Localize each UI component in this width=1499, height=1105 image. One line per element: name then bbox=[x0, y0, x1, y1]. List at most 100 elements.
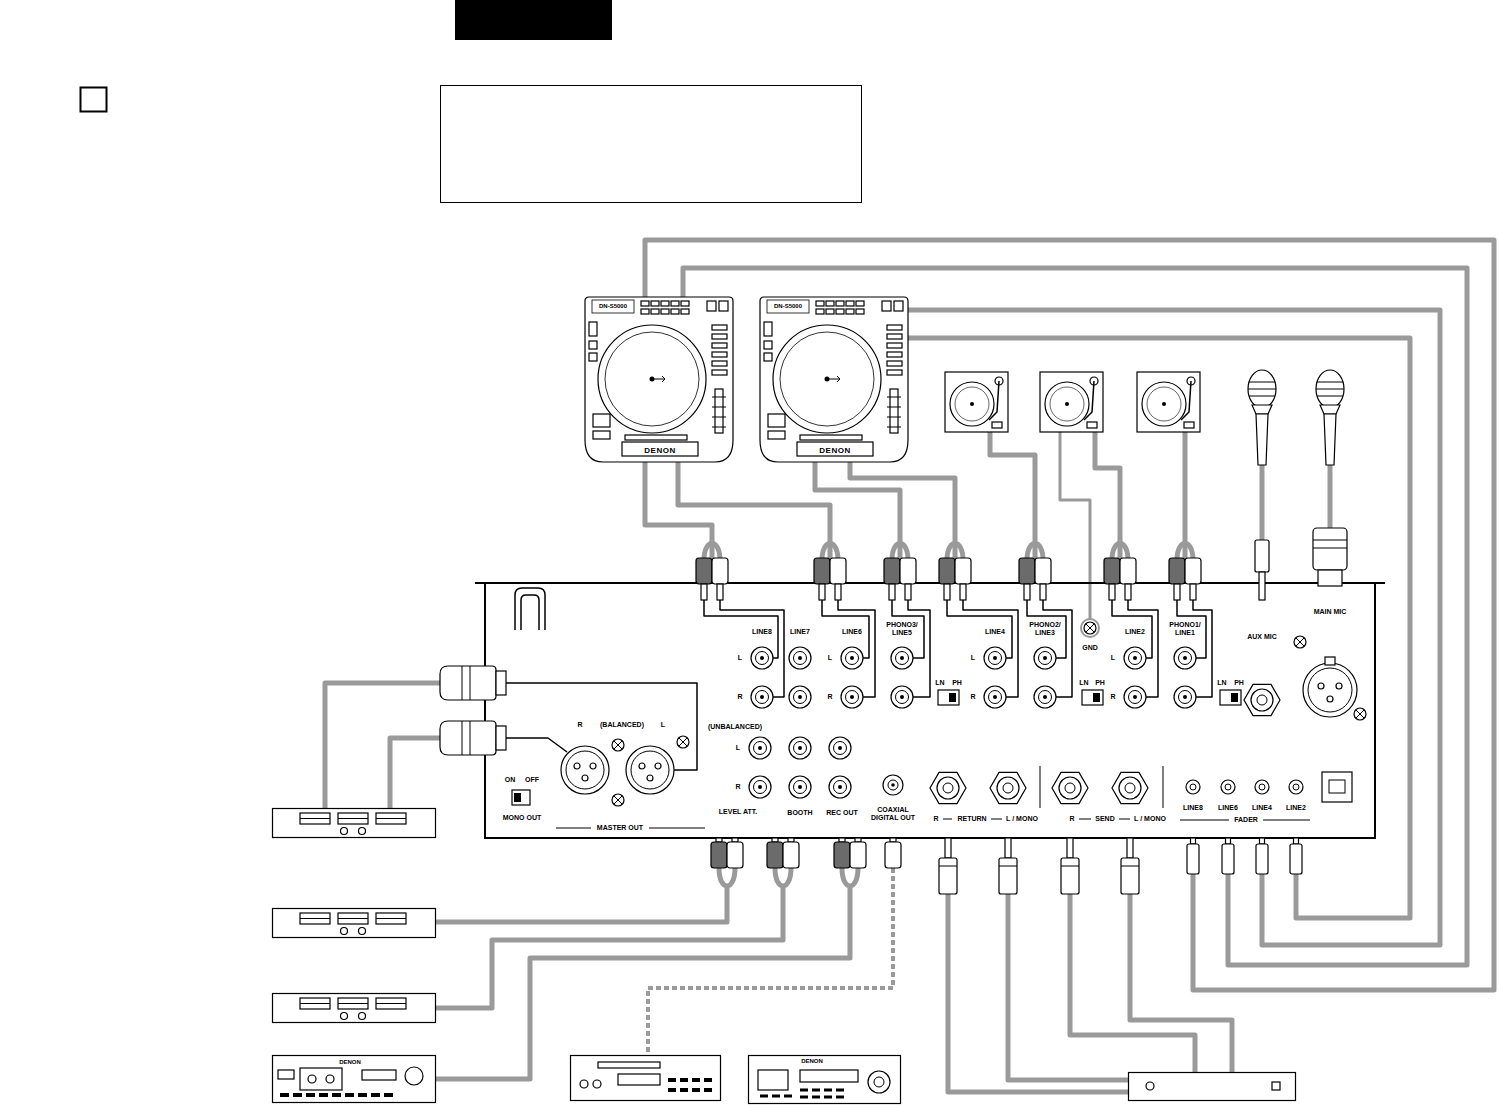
output-devices bbox=[362, 1070, 396, 1080]
mic-input-jacks bbox=[1325, 657, 1335, 665]
panel-label: L bbox=[661, 721, 665, 729]
input-jacks bbox=[1174, 647, 1196, 669]
panel-label: LINE8 bbox=[1183, 804, 1203, 812]
panel-label: LINE2 bbox=[1286, 804, 1306, 812]
panel-label: L / MONO bbox=[1134, 815, 1166, 823]
audio-cable bbox=[683, 268, 1467, 965]
panel-label: PH bbox=[1234, 679, 1244, 687]
panel-label: LINE8 bbox=[752, 628, 772, 636]
output-devices bbox=[580, 1080, 588, 1088]
brand-name: DENON bbox=[801, 1058, 823, 1065]
output-section bbox=[789, 776, 811, 798]
output-section bbox=[749, 737, 771, 759]
output-devices bbox=[749, 1056, 901, 1104]
output-section bbox=[930, 772, 966, 803]
panel-label: R bbox=[933, 815, 938, 823]
plugs bbox=[939, 544, 971, 601]
panel-label: LINE2 bbox=[1125, 628, 1145, 636]
output-devices bbox=[868, 1071, 890, 1093]
plugs bbox=[1313, 528, 1347, 570]
audio-cable bbox=[436, 888, 850, 1079]
mixer-panel-outline bbox=[475, 583, 1385, 838]
output-section bbox=[1112, 772, 1148, 803]
output-section bbox=[1322, 772, 1352, 802]
plugs bbox=[1019, 544, 1051, 601]
panel-label: LINE6 bbox=[842, 628, 862, 636]
ground-terminal bbox=[1081, 619, 1099, 637]
input-jacks bbox=[984, 686, 1006, 708]
output-section bbox=[829, 776, 851, 798]
audio-cable bbox=[325, 432, 1330, 1092]
panel-label: (UNBALANCED) bbox=[708, 723, 762, 731]
panel-label: R bbox=[577, 721, 582, 729]
ln-ph-switch bbox=[1231, 693, 1238, 702]
plugs bbox=[885, 842, 901, 868]
mic-input-jacks bbox=[1308, 668, 1352, 712]
output-section bbox=[1329, 780, 1345, 793]
input-jacks bbox=[1034, 686, 1056, 708]
source-devices bbox=[760, 297, 908, 462]
output-section bbox=[626, 746, 674, 794]
model-name: DN-S5000 bbox=[774, 303, 802, 310]
panel-label: (BALANCED) bbox=[600, 721, 644, 729]
output-devices bbox=[668, 1080, 712, 1090]
audio-cable bbox=[1060, 432, 1090, 619]
output-devices bbox=[405, 1067, 423, 1085]
output-devices bbox=[273, 909, 436, 938]
panel-label: RETURN bbox=[957, 815, 986, 823]
panel-label: L bbox=[971, 654, 975, 662]
plugs bbox=[440, 721, 506, 755]
panel-label: BOOTH bbox=[787, 809, 812, 817]
panel-label: R bbox=[827, 693, 832, 701]
mic-input-jacks bbox=[1354, 708, 1366, 720]
panel-label: PHONO1/ LINE1 bbox=[1169, 621, 1201, 637]
output-devices bbox=[280, 1093, 393, 1097]
ln-ph-switch bbox=[1093, 693, 1100, 702]
mic-input-jacks bbox=[1336, 683, 1342, 689]
output-section bbox=[990, 772, 1026, 803]
output-devices bbox=[273, 809, 436, 838]
audio-cable bbox=[1130, 894, 1232, 1072]
internal-wire bbox=[947, 600, 1018, 697]
model-name: DN-S5000 bbox=[599, 303, 627, 310]
output-section bbox=[1255, 780, 1269, 794]
input-jacks bbox=[841, 686, 863, 708]
output-section bbox=[612, 794, 624, 806]
output-section bbox=[677, 736, 689, 748]
mixer-panel-outline bbox=[485, 583, 1375, 838]
plugs bbox=[1313, 540, 1347, 548]
input-jacks bbox=[789, 647, 811, 669]
internal-wire bbox=[822, 600, 875, 697]
audio-cable bbox=[1260, 465, 1265, 540]
plugs bbox=[1255, 540, 1269, 572]
source-devices bbox=[945, 372, 1008, 432]
mic-input-jacks bbox=[1294, 636, 1306, 648]
plugs bbox=[1256, 838, 1268, 874]
plugs bbox=[1290, 838, 1302, 874]
panel-label: PH bbox=[952, 679, 962, 687]
black-title-bar bbox=[455, 0, 612, 40]
plugs bbox=[834, 838, 866, 886]
plugs bbox=[1222, 838, 1234, 874]
input-jacks bbox=[1124, 686, 1146, 708]
output-section bbox=[1186, 780, 1200, 794]
panel-label: MASTER OUT bbox=[597, 824, 643, 832]
internal-wire bbox=[1112, 600, 1158, 697]
plugs bbox=[1061, 838, 1079, 894]
plugs bbox=[696, 544, 728, 601]
audio-cable bbox=[645, 240, 1494, 990]
panel-label: SEND bbox=[1095, 815, 1114, 823]
checkbox-square bbox=[81, 88, 107, 112]
plugs bbox=[814, 544, 846, 601]
output-section bbox=[561, 746, 609, 794]
output-devices bbox=[593, 1080, 601, 1088]
input-jacks bbox=[891, 647, 913, 669]
source-devices bbox=[585, 297, 1344, 465]
output-section bbox=[1190, 784, 1196, 790]
output-section bbox=[1052, 772, 1088, 803]
panel-label: R bbox=[735, 783, 740, 791]
panel-label: LN bbox=[1217, 679, 1226, 687]
output-section bbox=[514, 793, 521, 802]
ln-ph-switch bbox=[949, 693, 956, 702]
